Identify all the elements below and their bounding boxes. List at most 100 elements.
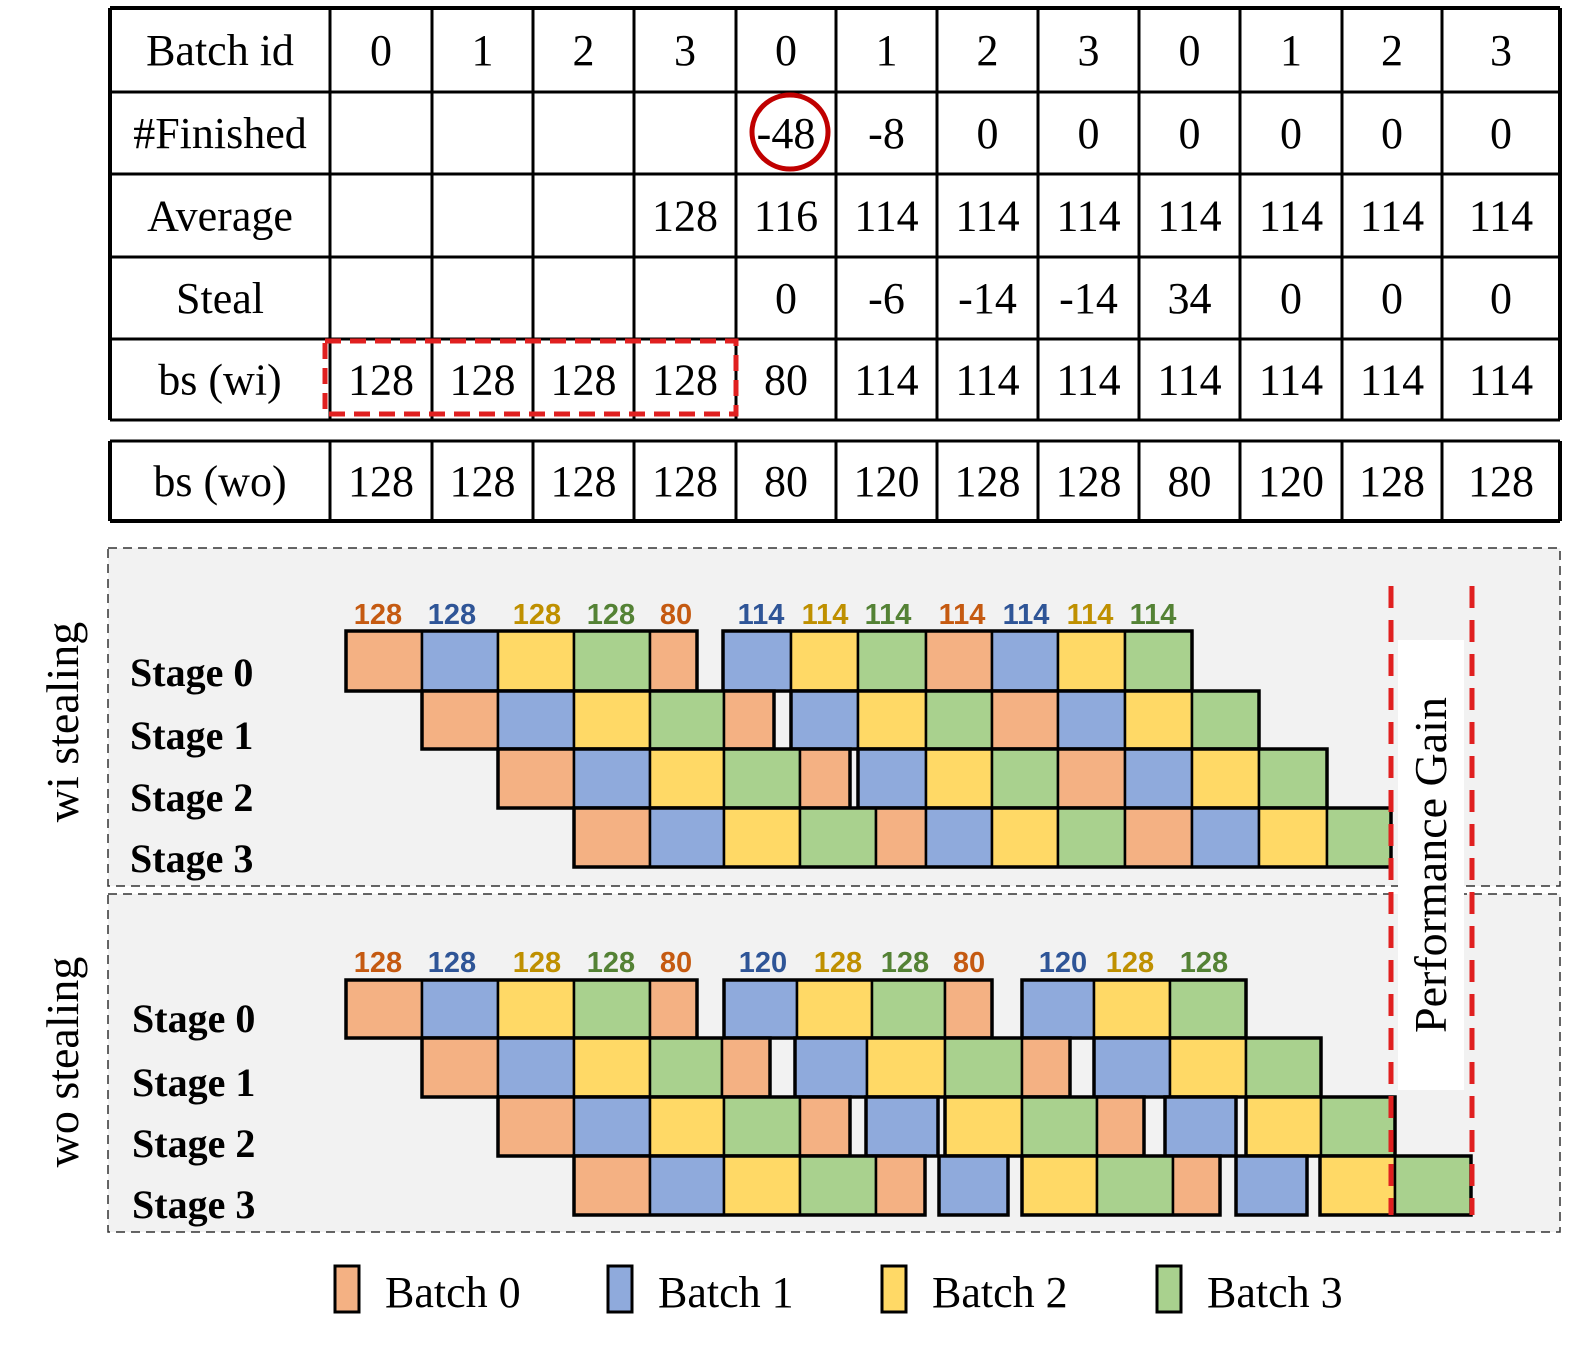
batch-size-label: 128 bbox=[428, 947, 476, 979]
table-cell: 128 bbox=[652, 356, 718, 405]
block-batch-2 bbox=[1244, 1095, 1323, 1158]
block-batch-3 bbox=[1325, 806, 1393, 869]
table-cell: 34 bbox=[1168, 274, 1212, 323]
block-batch-2 bbox=[722, 1154, 802, 1217]
legend-label: Batch 0 bbox=[385, 1268, 521, 1317]
block-batch-1 bbox=[864, 1095, 940, 1158]
block-batch-3 bbox=[1190, 689, 1261, 751]
stage-label: Stage 2 bbox=[130, 775, 253, 820]
batch-size-label: 80 bbox=[660, 947, 692, 979]
block-batch-0 bbox=[1056, 747, 1127, 810]
table-cell: 114 bbox=[1157, 192, 1221, 241]
table-cell: 114 bbox=[1360, 192, 1424, 241]
table-cell: -14 bbox=[1059, 274, 1118, 323]
block-batch-1 bbox=[496, 689, 576, 751]
batch-size-label: 128 bbox=[513, 599, 561, 631]
table-cell: 114 bbox=[1157, 356, 1221, 405]
block-batch-3 bbox=[1244, 1036, 1323, 1099]
block-batch-3 bbox=[572, 978, 652, 1040]
table-cell: 128 bbox=[551, 457, 617, 506]
block-batch-2 bbox=[1318, 1154, 1397, 1217]
block-batch-1 bbox=[1123, 747, 1194, 810]
gain-label-background bbox=[1398, 640, 1464, 1090]
batch-size-label: 114 bbox=[1067, 599, 1114, 631]
table-cell: -14 bbox=[958, 274, 1017, 323]
block-batch-3 bbox=[798, 806, 878, 869]
block-batch-0 bbox=[496, 1095, 576, 1158]
block-batch-2 bbox=[795, 978, 874, 1040]
block-batch-0 bbox=[344, 629, 424, 693]
table-cell: 116 bbox=[754, 192, 818, 241]
side-label: wi stealing bbox=[37, 622, 88, 823]
table-cell: 2 bbox=[573, 26, 595, 75]
table-cell: 0 bbox=[1280, 109, 1302, 158]
table-cell: 0 bbox=[1381, 109, 1403, 158]
block-batch-1 bbox=[420, 978, 500, 1040]
block-batch-0 bbox=[874, 1154, 927, 1217]
batch-size-label: 128 bbox=[1106, 947, 1154, 979]
table-cell: 128 bbox=[955, 457, 1021, 506]
row-label-average: Average bbox=[147, 192, 293, 241]
block-batch-3 bbox=[648, 689, 726, 751]
block-batch-0 bbox=[572, 806, 652, 869]
batch-size-label: 120 bbox=[739, 947, 787, 979]
table-cell: 0 bbox=[775, 274, 797, 323]
block-batch-0 bbox=[420, 689, 500, 751]
performance-gain-label: Performance Gain bbox=[1405, 697, 1456, 1033]
table-cell: 128 bbox=[1056, 457, 1122, 506]
table-cell: 2 bbox=[1381, 26, 1403, 75]
block-batch-3 bbox=[1319, 1095, 1397, 1158]
table-cell: 114 bbox=[854, 356, 918, 405]
stage-label: Stage 3 bbox=[132, 1182, 255, 1227]
block-batch-1 bbox=[648, 806, 726, 869]
table-cell: 80 bbox=[764, 356, 808, 405]
batch-size-label: 80 bbox=[660, 599, 692, 631]
block-batch-2 bbox=[990, 806, 1060, 869]
batch-size-label: 128 bbox=[881, 947, 929, 979]
block-batch-0 bbox=[572, 1154, 652, 1217]
performance-gain-marker: Performance Gain bbox=[1388, 586, 1475, 1215]
block-batch-3 bbox=[1056, 806, 1127, 869]
table-cell: 2 bbox=[977, 26, 999, 75]
block-batch-1 bbox=[721, 629, 793, 693]
legend-swatch-batch-0 bbox=[333, 1264, 361, 1314]
table-cell: -6 bbox=[868, 274, 905, 323]
block-batch-2 bbox=[648, 1095, 726, 1158]
table-cell: 128 bbox=[348, 356, 414, 405]
table-cell: 114 bbox=[1469, 356, 1533, 405]
table-cell: 0 bbox=[1381, 274, 1403, 323]
highlight-box bbox=[322, 338, 739, 417]
block-batch-0 bbox=[648, 629, 699, 693]
block-batch-3 bbox=[990, 747, 1060, 810]
block-batch-0 bbox=[720, 1036, 772, 1099]
block-batch-3 bbox=[870, 978, 947, 1040]
stage-label: Stage 2 bbox=[132, 1121, 255, 1166]
table-cell: 114 bbox=[955, 192, 1019, 241]
batch-size-label: 114 bbox=[738, 599, 785, 631]
table-cell: 128 bbox=[551, 356, 617, 405]
block-batch-2 bbox=[856, 689, 928, 751]
block-batch-2 bbox=[1123, 689, 1194, 751]
table-cell: 0 bbox=[977, 109, 999, 158]
table-cell: 114 bbox=[1360, 356, 1424, 405]
row-label-finished: #Finished bbox=[133, 109, 307, 158]
block-batch-2 bbox=[572, 1036, 652, 1099]
batch-size-label: 128 bbox=[814, 947, 862, 979]
segment-outline bbox=[1234, 1154, 1309, 1217]
table-cell: 0 bbox=[370, 26, 392, 75]
table-cell: -48 bbox=[757, 109, 816, 158]
block-batch-1 bbox=[648, 1154, 726, 1217]
block-batch-1 bbox=[572, 747, 652, 810]
block-batch-3 bbox=[1168, 978, 1248, 1040]
table-cell: 114 bbox=[1469, 192, 1533, 241]
segment-outline bbox=[1020, 1154, 1222, 1217]
row-label-bs-wo: bs (wo) bbox=[153, 457, 286, 506]
block-batch-1 bbox=[572, 1095, 652, 1158]
block-batch-0 bbox=[798, 747, 852, 810]
block-batch-3 bbox=[924, 689, 994, 751]
block-batch-3 bbox=[722, 1095, 802, 1158]
legend-swatch-batch-2 bbox=[880, 1264, 908, 1314]
table-cell: 120 bbox=[1258, 457, 1324, 506]
table-cell: 114 bbox=[854, 192, 918, 241]
